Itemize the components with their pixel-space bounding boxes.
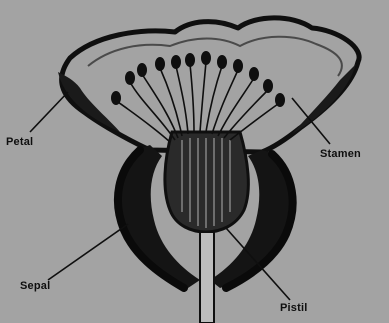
pistil-ovary (165, 132, 248, 232)
petal-shadow-right (292, 64, 356, 134)
petal-leader-line (30, 92, 68, 132)
petal-label: Petal (6, 136, 33, 148)
sepal-leader-line (48, 224, 128, 280)
pistil-label: Pistil (280, 302, 308, 314)
sepal-label: Sepal (20, 280, 50, 292)
petal-outline-inner (88, 37, 342, 76)
stamen-label: Stamen (320, 148, 361, 160)
pistil-stalk (200, 232, 214, 323)
petal-shadow-left (58, 72, 120, 132)
